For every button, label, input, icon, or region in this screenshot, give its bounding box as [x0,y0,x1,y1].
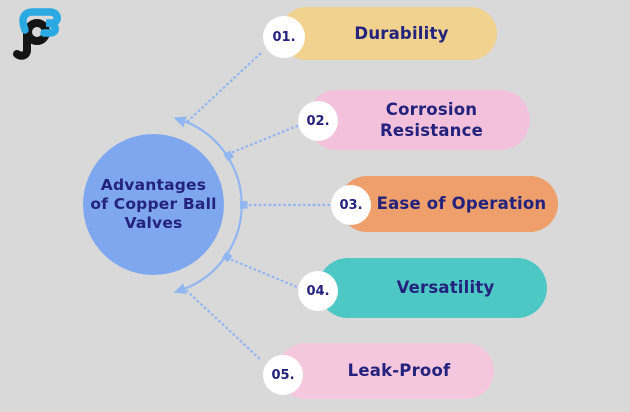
advantage-pill-leak-proof: Leak-Proof [278,343,494,399]
number-label: 04. [306,283,330,299]
central-title-line: Advantages [100,176,207,194]
number-badge-05: 05. [263,355,303,395]
advantage-label: Leak-Proof [347,361,451,381]
central-title-line: Valves [124,214,183,232]
pm-logo [13,8,61,60]
dotted-line-1 [186,50,264,123]
advantage-pill-corrosion-resistance: Corrosion Resistance [307,90,530,150]
number-label: 03. [339,197,363,213]
number-label: 05. [271,367,295,383]
number-label: 02. [306,113,330,129]
connector-node [221,251,233,262]
central-title-line: of Copper Ball [90,195,217,213]
arrow-bottom-icon [173,283,187,294]
dotted-line-2 [231,124,299,154]
advantage-label: Durability [354,23,449,43]
central-topic-title: Advantages of Copper Ball Valves [90,176,216,233]
advantage-label: Versatility [396,278,495,298]
central-topic-circle: Advantages of Copper Ball Valves [83,134,224,275]
dotted-line-4 [230,258,299,289]
advantage-label: Ease of Operation [376,194,547,214]
number-badge-01: 01. [263,16,305,58]
number-label: 01. [272,29,296,45]
advantage-label: Corrosion Resistance [380,99,483,140]
advantage-pill-versatility: Versatility [318,258,547,318]
connector-node [240,201,248,209]
number-badge-04: 04. [298,271,338,311]
arrow-top-icon [173,116,187,128]
number-badge-02: 02. [298,101,338,141]
advantage-pill-ease-of-operation: Ease of Operation [339,176,558,232]
advantage-pill-durability: Durability [280,7,497,60]
connector-node [223,150,234,161]
logo-letter-m [19,8,61,37]
dotted-line-5 [185,289,263,362]
number-badge-03: 03. [331,185,371,225]
